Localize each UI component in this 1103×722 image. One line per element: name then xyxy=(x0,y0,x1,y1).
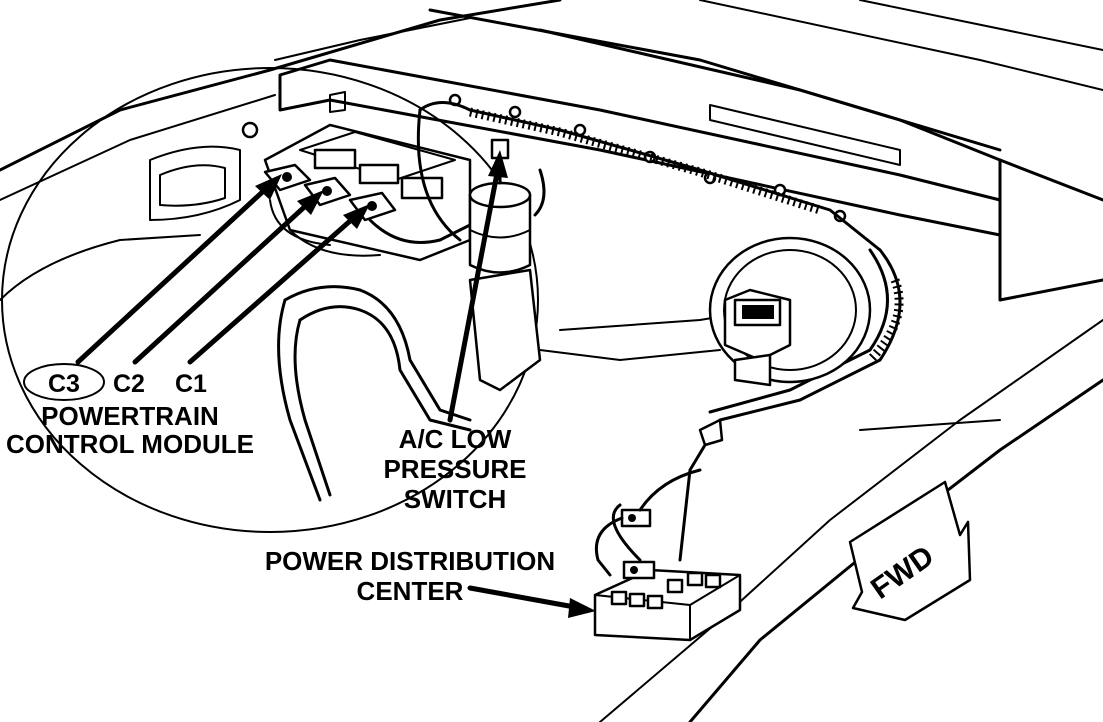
ac-line xyxy=(277,268,542,502)
label-pcm-line2: CONTROL MODULE xyxy=(6,429,254,459)
pcm-callout-ellipse xyxy=(1,67,539,533)
power-distribution-center xyxy=(593,418,742,642)
leader-arrows xyxy=(75,150,596,618)
label-c1: C1 xyxy=(175,370,207,398)
c3-highlight-ellipse xyxy=(23,363,105,401)
label-ac-line1: A/C LOW xyxy=(399,424,512,454)
label-pdc-line2: CENTER xyxy=(357,576,464,606)
label-pdc-line1: POWER DISTRIBUTION xyxy=(265,546,555,576)
label-c2: C2 xyxy=(113,370,145,398)
forward-arrow: FWD xyxy=(848,480,972,622)
label-pcm-line1: POWERTRAIN xyxy=(41,401,219,431)
brake-booster xyxy=(708,236,872,387)
wiring-harness xyxy=(368,101,904,562)
label-c3: C3 xyxy=(48,370,80,398)
label-ac-line3: SWITCH xyxy=(404,484,507,514)
label-ac-line2: PRESSURE xyxy=(383,454,526,484)
ac-accumulator xyxy=(468,138,532,274)
